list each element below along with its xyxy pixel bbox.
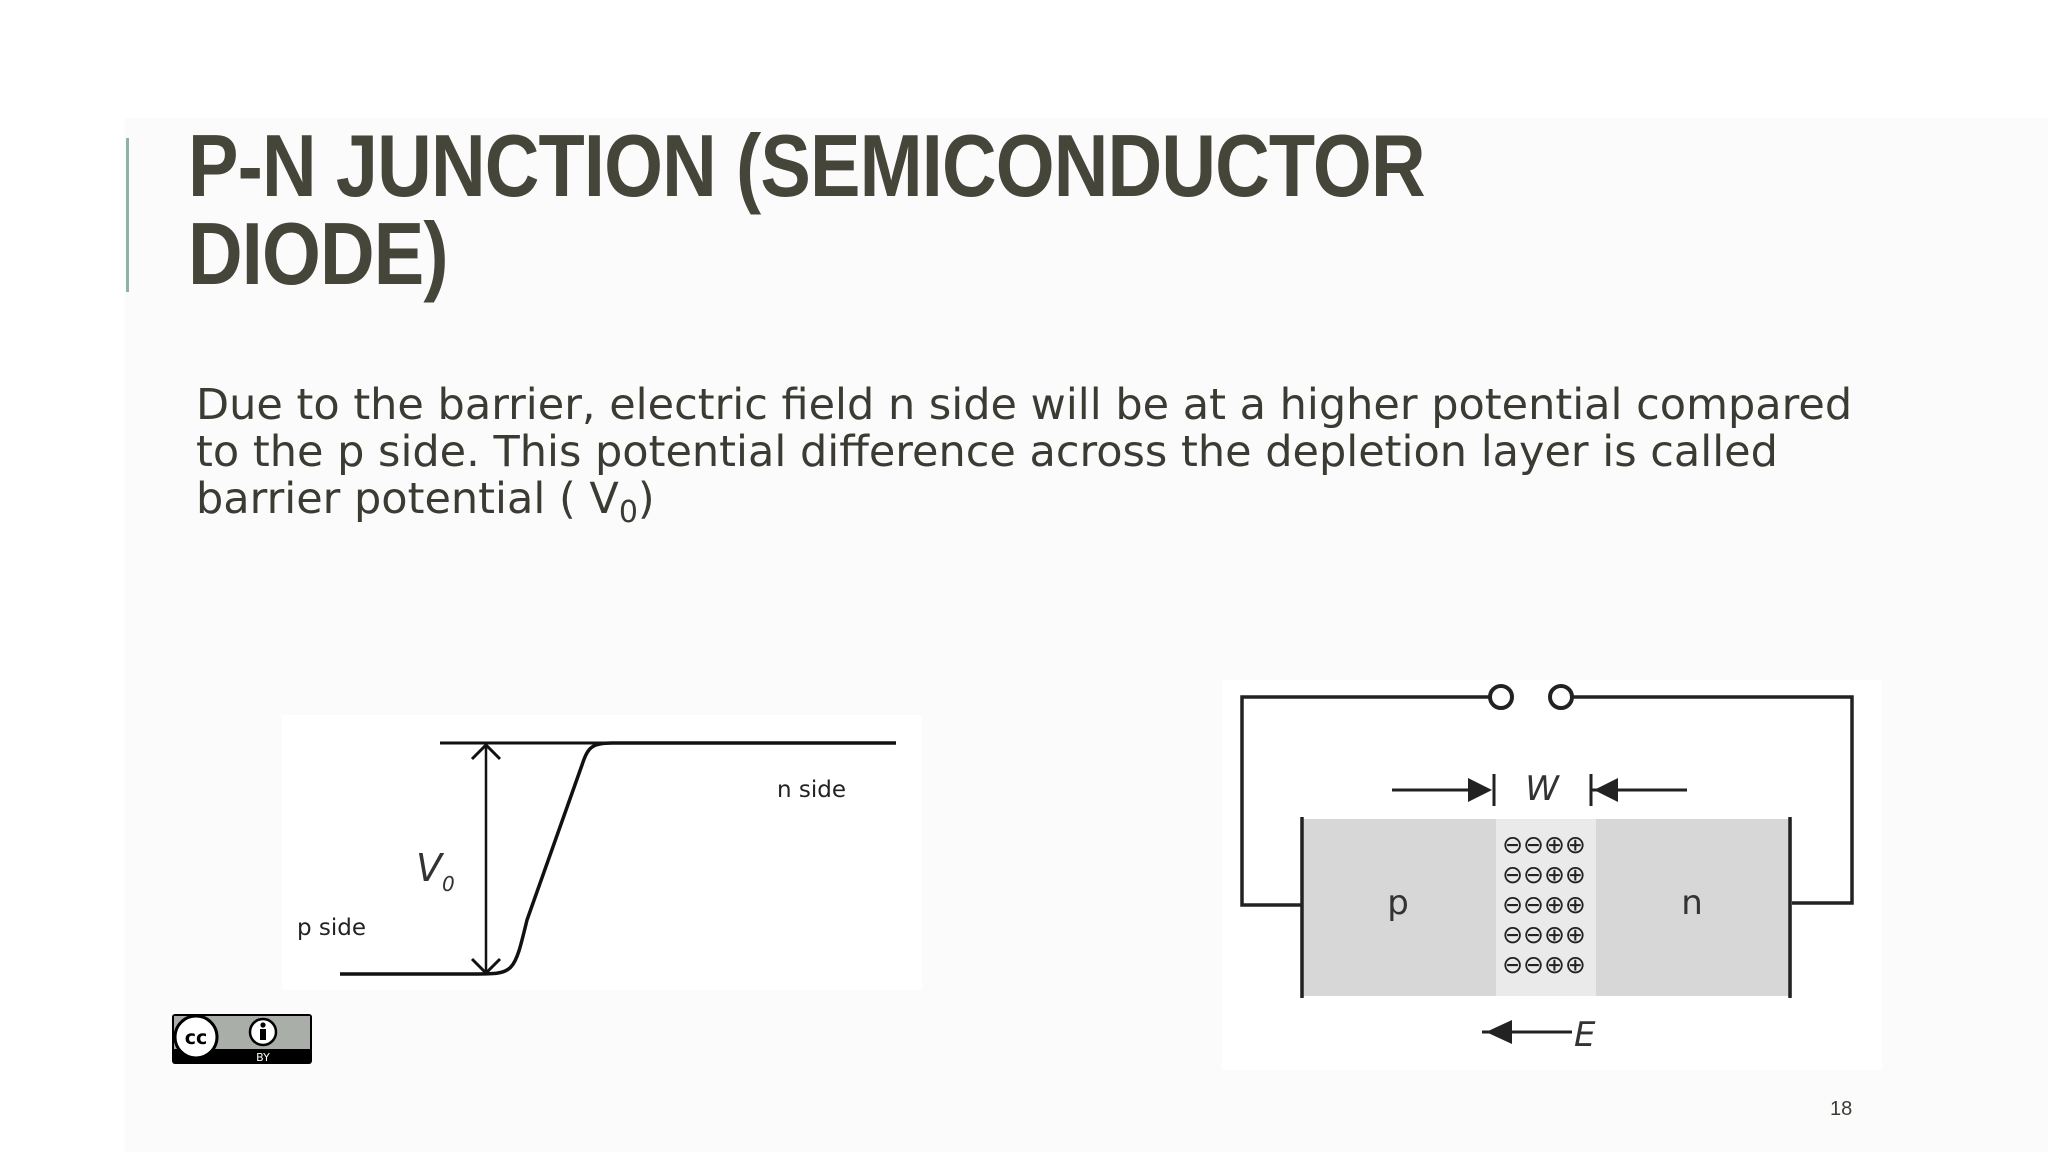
n-region-label: n: [1681, 883, 1703, 923]
left-terminal-icon: [1488, 684, 1514, 710]
barrier-potential-svg: V0 n side p side: [297, 741, 896, 976]
ion-row: ⊖⊖⊕⊕: [1502, 860, 1586, 889]
n-side-label: n side: [777, 777, 846, 803]
left-circuit-wire: [1240, 695, 1501, 907]
page-number: 18: [1830, 1098, 1853, 1120]
potential-curve: [473, 741, 896, 976]
arrowhead-down-icon: [470, 957, 502, 976]
p-side-label: p side: [297, 915, 366, 941]
ion-row: ⊖⊖⊕⊕: [1502, 830, 1586, 859]
body-text: Due to the barrier, electric field n sid…: [196, 380, 1853, 524]
slide-title: P-N JUNCTION (SEMICONDUCTOR DIODE): [188, 122, 1650, 298]
ion-row: ⊖⊖⊕⊕: [1502, 920, 1586, 949]
by-label: BY: [256, 1051, 270, 1064]
ion-row: ⊖⊖⊕⊕: [1502, 950, 1586, 979]
arrow-left-icon: [1486, 1020, 1512, 1044]
cc-letters: cc: [185, 1027, 208, 1049]
right-circuit-wire: [1561, 695, 1854, 905]
ion-charges: ⊖⊖⊕⊕ ⊖⊖⊕⊕ ⊖⊖⊕⊕ ⊖⊖⊕⊕ ⊖⊖⊕⊕: [1502, 830, 1586, 979]
width-label: W: [1525, 769, 1560, 809]
pn-junction-svg: W p n ⊖⊖⊕⊕ ⊖⊖⊕⊕ ⊖⊖⊕⊕ ⊖⊖⊕⊕ ⊖⊖⊕⊕ E: [1240, 684, 1854, 1055]
slide-title-line-2: DIODE): [188, 204, 449, 303]
field-label: E: [1574, 1015, 1596, 1055]
ion-row: ⊖⊖⊕⊕: [1502, 890, 1586, 919]
body-paragraph: Due to the barrier, electric field n sid…: [196, 380, 1896, 528]
cc-by-license-badge[interactable]: cc BY: [171, 1013, 313, 1065]
v0-label: V0: [416, 846, 455, 896]
p-region-label: p: [1387, 883, 1409, 923]
arrow-left-icon: [1594, 778, 1618, 802]
right-terminal-icon: [1548, 684, 1574, 710]
cc-by-icon: cc BY: [172, 1014, 312, 1064]
title-accent-bar: [126, 138, 129, 292]
slide-title-line-1: P-N JUNCTION (SEMICONDUCTOR: [188, 116, 1426, 215]
arrowhead-up-icon: [470, 742, 502, 761]
body-text-end: ): [637, 474, 655, 524]
arrow-right-icon: [1468, 778, 1492, 802]
depletion-region: [1496, 819, 1596, 996]
cc-circle-icon: [173, 1014, 219, 1060]
body-subscript: 0: [618, 495, 638, 530]
barrier-potential-diagram: V0 n side p side: [282, 715, 922, 990]
pn-junction-diagram: W p n ⊖⊖⊕⊕ ⊖⊖⊕⊕ ⊖⊖⊕⊕ ⊖⊖⊕⊕ ⊖⊖⊕⊕ E: [1222, 680, 1882, 1070]
